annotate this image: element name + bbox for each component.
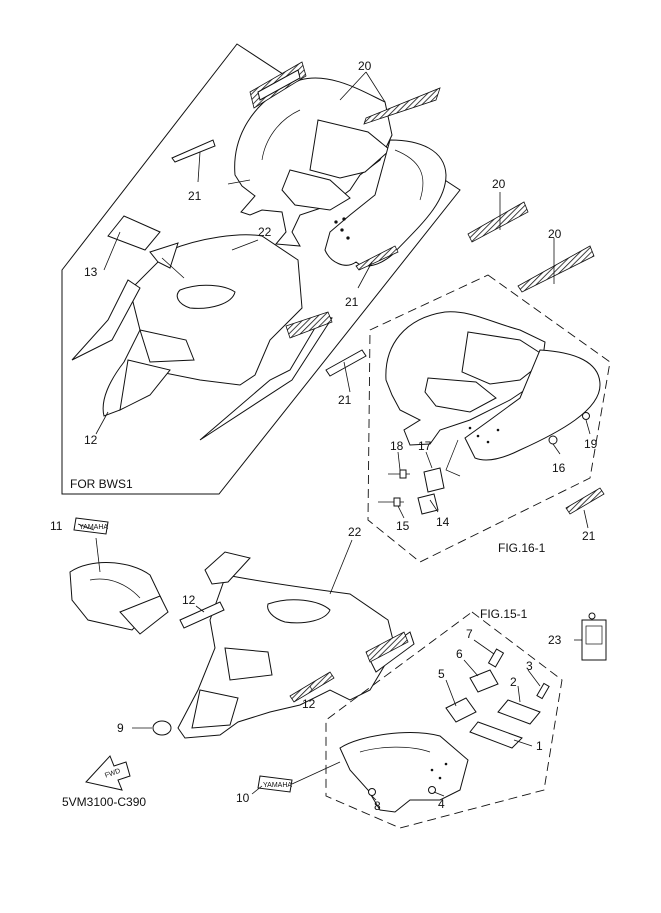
nut-19 (582, 412, 590, 420)
callout-6: 6 (456, 647, 463, 661)
fig16-box-label: FIG.16-1 (498, 541, 546, 555)
plates-fig15 (445, 648, 550, 749)
fig16-inset-box: FIG.16-1 (367, 274, 611, 563)
callout-15: 15 (396, 519, 410, 533)
callout-22-a: 22 (258, 225, 272, 239)
callout-leaders (77, 71, 591, 801)
callout-23: 23 (548, 633, 562, 647)
drawing-code: 5VM3100-C390 (62, 795, 146, 809)
bws1-box-label: FOR BWS1 (70, 477, 133, 491)
callout-12-c: 12 (302, 697, 316, 711)
side-strip-bws1-21b (355, 245, 399, 271)
callout-14: 14 (436, 515, 450, 529)
rear-cover-fig15 (339, 732, 469, 813)
parts-fig16-small (378, 412, 590, 515)
yamaha-decal-11-text: YAMAHA (79, 524, 108, 531)
plate-5 (445, 697, 477, 723)
callout-18: 18 (390, 439, 404, 453)
yamaha-decal-10-text: YAMAHA (263, 782, 292, 789)
callout-13: 13 (84, 265, 98, 279)
plate-6 (469, 669, 499, 693)
cap-9 (152, 720, 172, 736)
callout-numbers: 20 21 22 13 12 21 20 20 21 18 17 19 16 1… (50, 59, 598, 813)
callout-4: 4 (438, 797, 445, 811)
callout-12-a: 12 (84, 433, 98, 447)
side-strip-fig16-21a (325, 349, 367, 377)
plate-2 (497, 699, 541, 725)
rear-decal-bws1-b (363, 87, 441, 125)
fwd-arrow-icon: FWD (85, 755, 131, 791)
callout-16: 16 (552, 461, 566, 475)
front-fender-bws1 (71, 215, 333, 441)
plate-17 (423, 467, 445, 493)
callout-20-c: 20 (548, 227, 562, 241)
callout-9: 9 (117, 721, 124, 735)
handle-cover (69, 562, 169, 635)
plate-14 (417, 493, 439, 515)
callout-21-d: 21 (582, 529, 596, 543)
bolt-18 (399, 469, 407, 479)
nut-4 (428, 786, 436, 794)
callout-19: 19 (584, 437, 598, 451)
callout-21-b: 21 (345, 295, 359, 309)
callout-12-b: 12 (182, 593, 196, 607)
bolt-15 (393, 497, 401, 507)
fig15-box-label: FIG.15-1 (480, 607, 528, 621)
rear-fender-fig16 (385, 311, 601, 477)
callout-7: 7 (466, 627, 473, 641)
side-strip-bws1-21a (171, 139, 216, 163)
bolt-3 (536, 682, 550, 700)
yamaha-decal-10: YAMAHA (257, 775, 293, 793)
callout-8: 8 (374, 799, 381, 813)
callout-3: 3 (526, 659, 533, 673)
rear-decal-fig16-20b (517, 245, 595, 293)
callout-1: 1 (536, 739, 543, 753)
callout-21-c: 21 (338, 393, 352, 407)
callout-22-b: 22 (348, 525, 362, 539)
callout-2: 2 (510, 675, 517, 689)
callout-20-b: 20 (492, 177, 506, 191)
callout-5: 5 (438, 667, 445, 681)
rear-decal-bws1-a (249, 61, 307, 109)
bolt-7 (487, 648, 505, 668)
tag-23 (581, 612, 607, 661)
nut-8 (368, 788, 376, 796)
fig15-inset-box: FIG.15-1 (325, 607, 563, 829)
callout-20-a: 20 (358, 59, 372, 73)
rear-decal-fig16-20a (467, 201, 529, 243)
callout-21-a: 21 (188, 189, 202, 203)
callout-17: 17 (418, 439, 432, 453)
yamaha-decal-11: YAMAHA (73, 517, 109, 535)
nut-16 (548, 435, 558, 445)
front-fender-main (152, 551, 415, 739)
callout-10: 10 (236, 791, 250, 805)
side-strip-fig16-21b (565, 487, 605, 515)
callout-11: 11 (50, 519, 63, 533)
plate-1 (469, 721, 523, 749)
